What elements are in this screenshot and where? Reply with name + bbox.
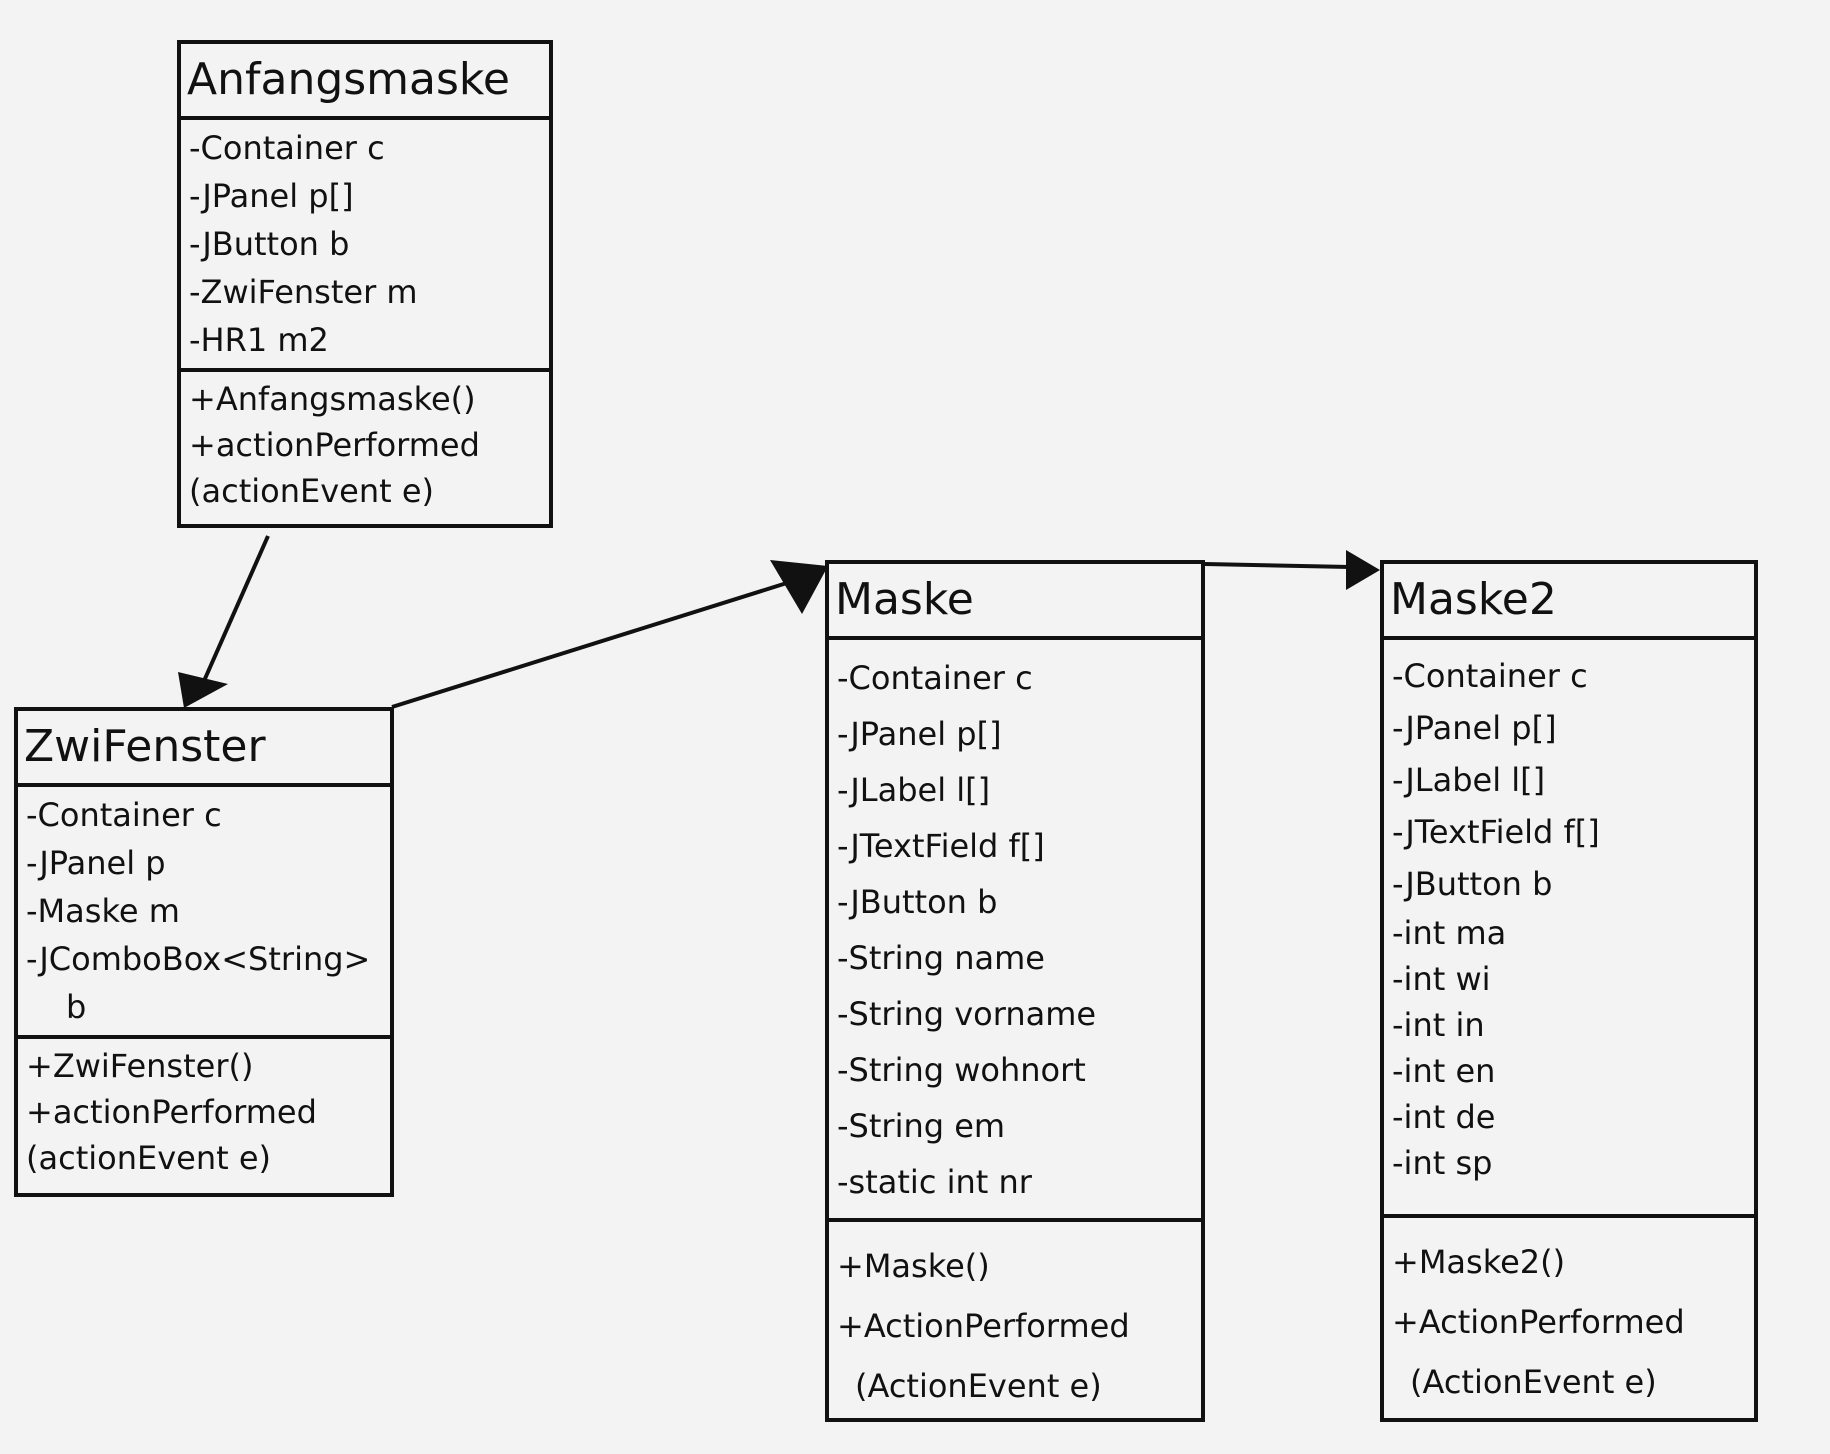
attribute: -Container c [189, 129, 385, 167]
attribute: -JButton b [1392, 865, 1553, 903]
operation: (ActionEvent e) [1410, 1363, 1657, 1401]
attribute: -int wi [1392, 960, 1491, 998]
operations-section: +Maske2() +ActionPerformed (ActionEvent … [1384, 1218, 1754, 1416]
attribute: -int en [1392, 1052, 1496, 1090]
attribute: -String wohnort [837, 1051, 1086, 1089]
attribute: -JPanel p [26, 844, 166, 882]
class-box-zwifenster[interactable]: ZwiFenster -Container c -JPanel p -Maske… [14, 707, 394, 1197]
attribute: -JLabel l[] [1392, 761, 1546, 799]
class-name: ZwiFenster [18, 711, 390, 787]
attributes-section: -Container c -JPanel p -Maske m -JComboB… [18, 787, 390, 1039]
attribute: -JComboBox<String> [26, 940, 371, 978]
operation: +Anfangsmaske() [189, 380, 476, 418]
attribute: -ZwiFenster m [189, 273, 418, 311]
arrow-zwifenster-to-maske [391, 580, 791, 709]
class-name: Anfangsmaske [181, 44, 549, 120]
attribute: -JTextField f[] [837, 827, 1045, 865]
attribute: -String name [837, 939, 1045, 977]
operation: (actionEvent e) [26, 1139, 271, 1177]
class-box-maske[interactable]: Maske -Container c -JPanel p[] -JLabel l… [825, 560, 1205, 1422]
arrowhead-maske2 [1346, 550, 1380, 590]
attribute: -int ma [1392, 914, 1507, 952]
operations-section: +Anfangsmaske() +actionPerformed (action… [181, 372, 549, 518]
operations-section: +ZwiFenster() +actionPerformed (actionEv… [18, 1039, 390, 1185]
attribute: -String em [837, 1107, 1006, 1145]
operation: +ActionPerformed [1392, 1303, 1685, 1341]
attribute: -JButton b [837, 883, 998, 921]
attributes-section: -Container c -JPanel p[] -JLabel l[] -JT… [1384, 640, 1754, 1218]
operation: +Maske() [837, 1247, 990, 1285]
class-name: Maske [829, 564, 1201, 640]
attribute: -Container c [837, 659, 1033, 697]
arrowhead-maske [770, 560, 828, 614]
attribute: -JTextField f[] [1392, 813, 1600, 851]
class-box-anfangsmaske[interactable]: Anfangsmaske -Container c -JPanel p[] -J… [177, 40, 553, 528]
operation: (ActionEvent e) [855, 1367, 1102, 1405]
class-box-maske2[interactable]: Maske2 -Container c -JPanel p[] -JLabel … [1380, 560, 1758, 1422]
attribute: b [66, 988, 87, 1026]
attribute: -JPanel p[] [189, 177, 354, 215]
attribute: -JLabel l[] [837, 771, 991, 809]
attribute: -static int nr [837, 1163, 1032, 1201]
operation: +actionPerformed [189, 426, 480, 464]
arrow-anfangsmaske-to-zwifenster [198, 535, 270, 691]
attribute: -int sp [1392, 1144, 1493, 1182]
attribute: -HR1 m2 [189, 321, 329, 359]
operation: +ZwiFenster() [26, 1047, 254, 1085]
attribute: -int in [1392, 1006, 1485, 1044]
operation: +ActionPerformed [837, 1307, 1130, 1345]
attributes-section: -Container c -JPanel p[] -JButton b -Zwi… [181, 120, 549, 372]
attributes-section: -Container c -JPanel p[] -JLabel l[] -JT… [829, 640, 1201, 1222]
operation: +Maske2() [1392, 1243, 1566, 1281]
attribute: -JPanel p[] [837, 715, 1002, 753]
attribute: -Container c [26, 796, 222, 834]
operations-section: +Maske() +ActionPerformed (ActionEvent e… [829, 1222, 1201, 1420]
class-name: Maske2 [1384, 564, 1754, 640]
attribute: -Maske m [26, 892, 180, 930]
attribute: -int de [1392, 1098, 1496, 1136]
attribute: -String vorname [837, 995, 1097, 1033]
arrowhead-zwifenster [178, 672, 228, 708]
attribute: -JButton b [189, 225, 350, 263]
attribute: -Container c [1392, 657, 1588, 695]
arrow-maske-to-maske2 [1204, 562, 1351, 569]
operation: +actionPerformed [26, 1093, 317, 1131]
attribute: -JPanel p[] [1392, 709, 1557, 747]
operation: (actionEvent e) [189, 472, 434, 510]
